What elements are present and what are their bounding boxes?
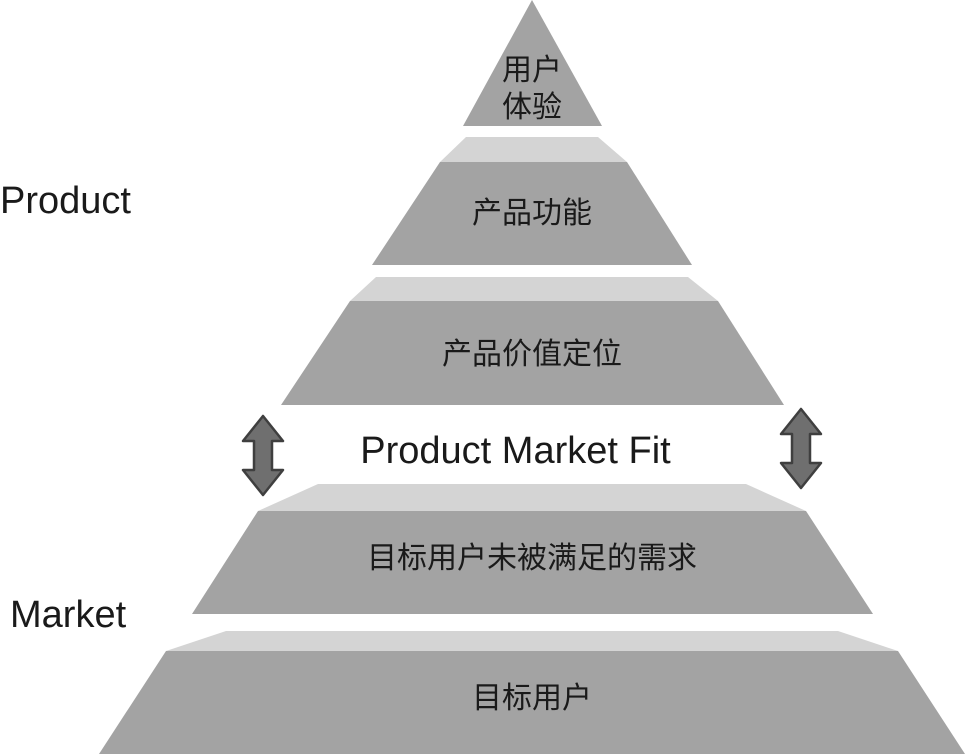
double-arrow-left-icon xyxy=(241,414,285,497)
tier-5-top-face xyxy=(166,631,898,651)
double-arrow-right-icon xyxy=(779,407,823,490)
tier-1-shape xyxy=(463,0,602,126)
tier-1-label: 用户 体验 xyxy=(432,52,632,126)
tier-4-top-face xyxy=(258,484,806,511)
tier-5-label: 目标用户 xyxy=(472,681,592,716)
tier-3-top-face xyxy=(350,277,718,301)
tier-2-label: 产品功能 xyxy=(472,196,592,231)
tier-3-label: 产品价值定位 xyxy=(442,337,622,372)
tier-1-label-line-1: 用户 xyxy=(502,53,562,88)
tier-2-shape xyxy=(372,162,692,265)
product-market-fit-label: Product Market Fit xyxy=(360,430,671,472)
tier-5-shape xyxy=(99,651,965,754)
tier-1-label-line-2: 体验 xyxy=(502,90,562,125)
tier-4-label: 目标用户未被满足的需求 xyxy=(367,541,697,576)
tier-4-shape xyxy=(192,511,873,614)
market-label: Market xyxy=(10,594,127,636)
tier-2-top-face xyxy=(440,137,627,162)
tier-3-shape xyxy=(281,301,784,405)
product-label: Product xyxy=(0,180,131,222)
